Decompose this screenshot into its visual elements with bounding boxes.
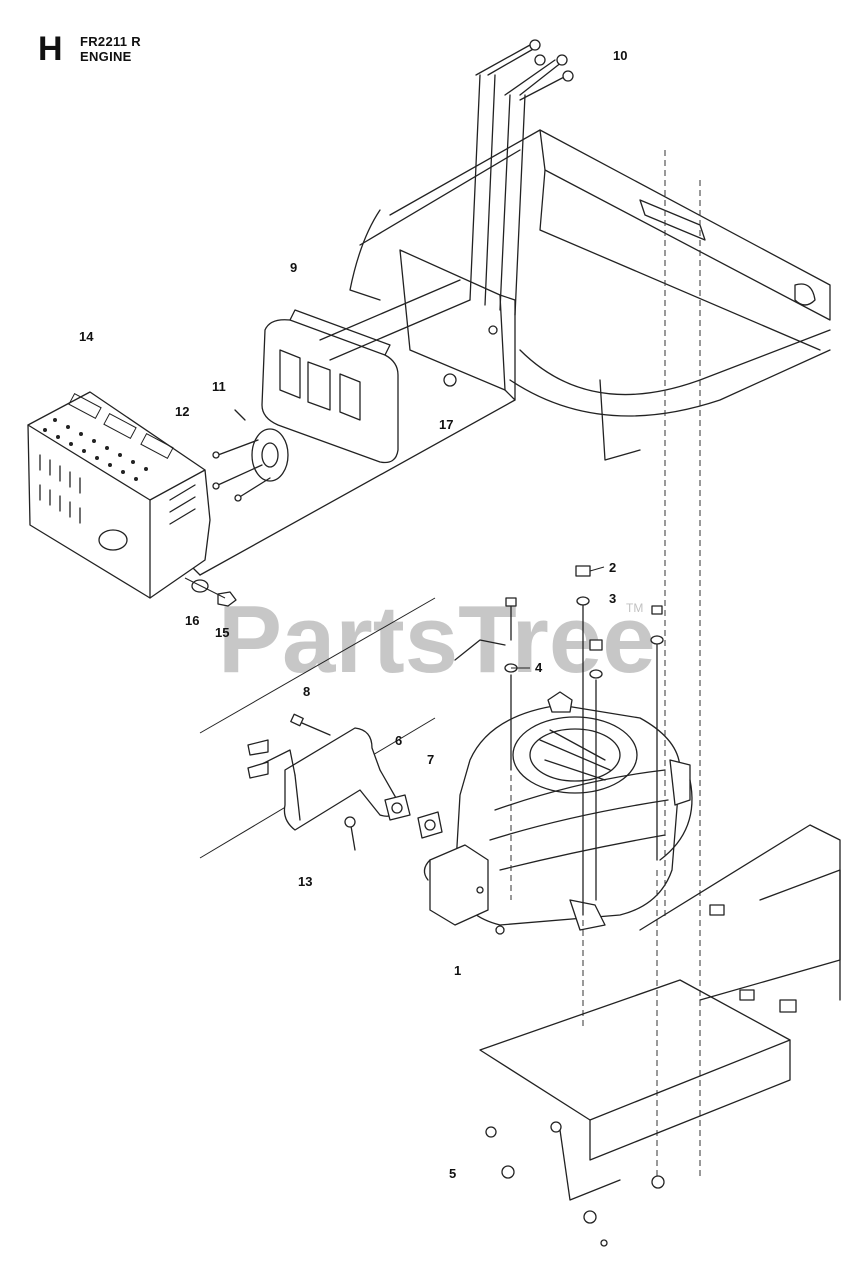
callout-13: 13: [298, 874, 312, 889]
model-number: FR2211 R: [80, 34, 141, 49]
callout-12: 12: [175, 404, 189, 419]
callout-8: 8: [303, 684, 310, 699]
callout-16: 16: [185, 613, 199, 628]
gaskets-7: [384, 794, 443, 839]
bolts-2-3-4: [454, 565, 664, 916]
callout-numbers: 1 2 3 4 5 6 7 8 9 10 11 12 13 14 15 16 1…: [79, 48, 627, 1181]
leader-lines: [511, 566, 605, 669]
callout-10: 10: [613, 48, 627, 63]
callout-17: 17: [439, 417, 453, 432]
chassis-frame: [349, 129, 831, 461]
lower-frame: [479, 824, 841, 1201]
callout-3: 3: [609, 591, 616, 606]
callout-14: 14: [79, 329, 94, 344]
callout-9: 9: [290, 260, 297, 275]
callout-7: 7: [427, 752, 434, 767]
muffler-9: [261, 279, 471, 464]
heat-shield-17: [184, 249, 516, 576]
alignment-lines: [510, 150, 701, 1180]
nuts-5: [485, 1121, 665, 1247]
hardware-15-16: [184, 577, 237, 607]
spark-arrestor-11: [212, 409, 289, 502]
callout-5: 5: [449, 1166, 456, 1181]
callout-6: 6: [395, 733, 402, 748]
muffler-guard-14: [27, 391, 211, 599]
callout-15: 15: [215, 625, 229, 640]
callout-1: 1: [454, 963, 461, 978]
callout-2: 2: [609, 560, 616, 575]
callout-4: 4: [535, 660, 543, 675]
section-letter: H: [38, 30, 63, 68]
engine-1: [423, 691, 693, 935]
watermark-trademark: TM: [626, 601, 643, 615]
exhaust-pipe-6: [247, 713, 401, 851]
bolts-10: [469, 39, 574, 316]
diagram-title: ENGINE: [80, 49, 132, 64]
callout-11: 11: [212, 379, 226, 394]
